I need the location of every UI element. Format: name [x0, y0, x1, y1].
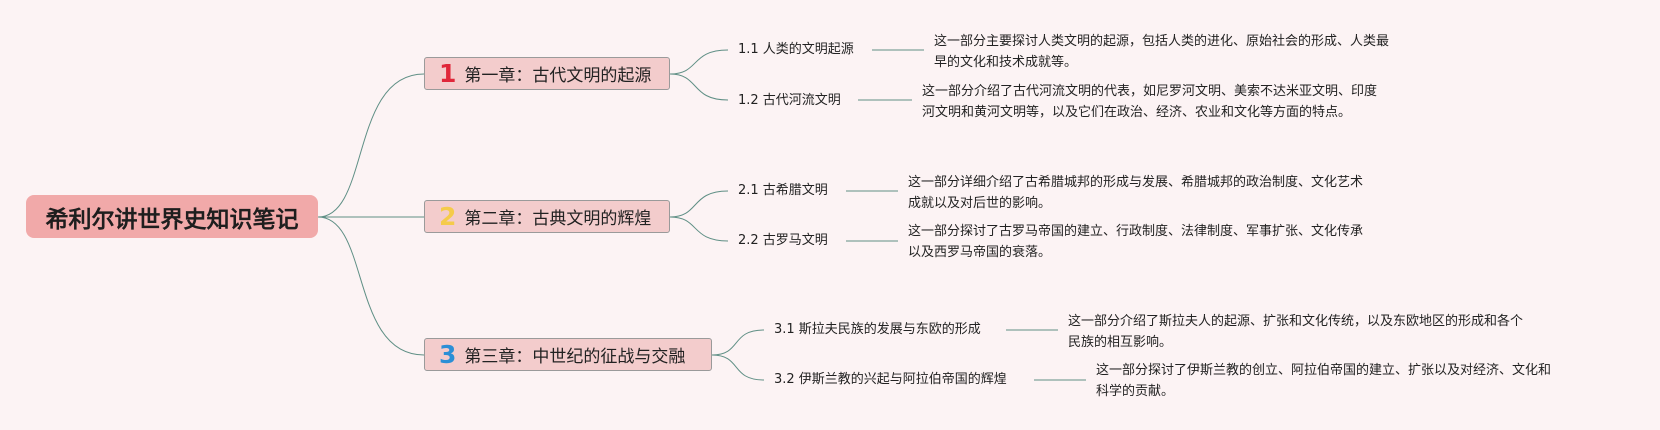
number-1-icon: 1	[439, 59, 457, 88]
subtopic-3-1[interactable]: 3.1 斯拉夫民族的发展与东欧的形成	[774, 322, 981, 337]
subtopic-2-2[interactable]: 2.2 古罗马文明	[738, 233, 828, 248]
subtopic-3-1-description: 这一部分介绍了斯拉夫人的起源、扩张和文化传统，以及东欧地区的形成和各个 民族的相…	[1068, 314, 1524, 350]
subtopic-3-2-description: 这一部分探讨了伊斯兰教的创立、阿拉伯帝国的建立、扩张以及对经济、文化和 科学的贡…	[1096, 363, 1552, 399]
chapter-2-topic[interactable]: 2 第二章：古典文明的辉煌	[424, 200, 670, 233]
subtopic-1-1-description: 这一部分主要探讨人类文明的起源，包括人类的进化、原始社会的形成、人类最 早的文化…	[934, 34, 1390, 70]
subtopic-1-2-description: 这一部分介绍了古代河流文明的代表，如尼罗河文明、美索不达米亚文明、印度 河文明和…	[922, 84, 1378, 120]
number-2-icon: 2	[439, 202, 457, 231]
subtopic-2-1-description: 这一部分详细介绍了古希腊城邦的形成与发展、希腊城邦的政治制度、文化艺术 成就以及…	[908, 175, 1364, 211]
chapter-3-topic[interactable]: 3 第三章：中世纪的征战与交融	[424, 338, 712, 371]
chapter-1-title: 第一章：古代文明的起源	[464, 66, 652, 86]
number-3-icon: 3	[439, 340, 457, 369]
link-ch2-sub2	[669, 216, 729, 242]
link-ch3-sub1	[711, 329, 765, 356]
link-ch2-sub1	[669, 190, 729, 218]
subtopic-1-2[interactable]: 1.2 古代河流文明	[738, 93, 841, 108]
link-ch1-sub2	[669, 73, 729, 101]
link-root-chapter-1	[317, 73, 425, 218]
chapter-3-title: 第三章：中世纪的征战与交融	[464, 347, 686, 367]
subtopic-2-1[interactable]: 2.1 古希腊文明	[738, 183, 828, 198]
chapter-1-topic[interactable]: 1 第一章：古代文明的起源	[424, 57, 670, 90]
subtopic-3-2[interactable]: 3.2 伊斯兰教的兴起与阿拉伯帝国的辉煌	[774, 372, 1007, 387]
link-ch1-sub1	[669, 49, 729, 75]
subtopic-2-2-description: 这一部分探讨了古罗马帝国的建立、行政制度、法律制度、军事扩张、文化传承 以及西罗…	[908, 224, 1364, 260]
link-root-chapter-3	[317, 216, 425, 356]
subtopic-1-1[interactable]: 1.1 人类的文明起源	[738, 42, 854, 57]
chapter-2-title: 第二章：古典文明的辉煌	[464, 209, 652, 229]
link-ch3-sub2	[711, 354, 765, 381]
root-topic[interactable]: 希利尔讲世界史知识笔记	[26, 195, 318, 238]
